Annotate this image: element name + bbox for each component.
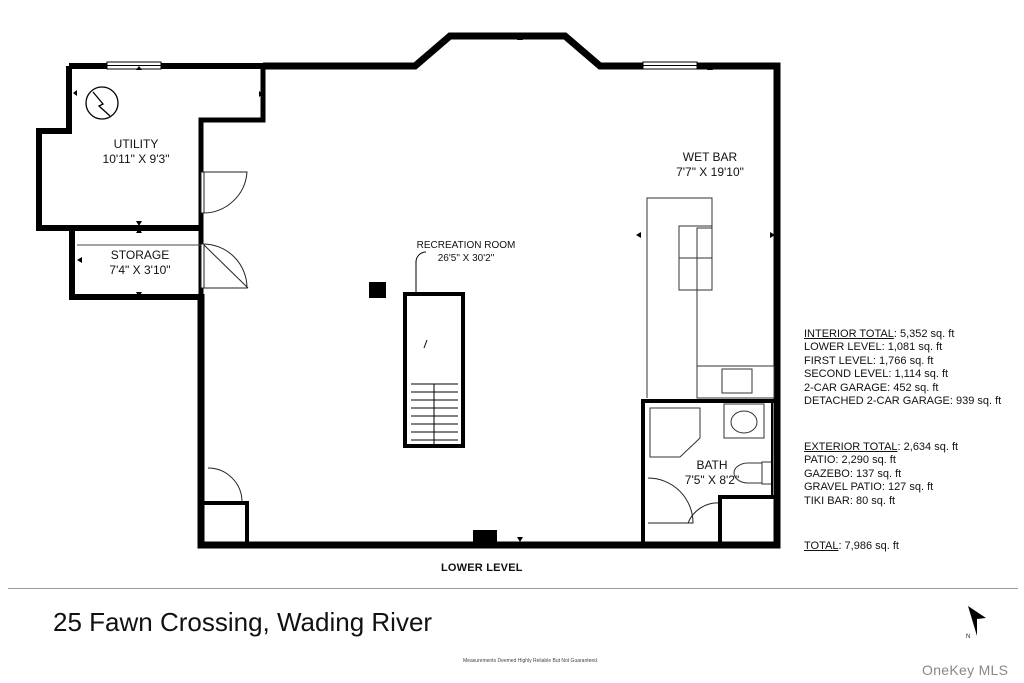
wet-bar-counters — [646, 197, 775, 399]
room-dims: 7'7" X 19'10" — [676, 165, 744, 179]
room-label-bath: BATH 7'5" X 8'2" — [672, 458, 752, 488]
water-heater-icon — [85, 86, 119, 120]
stat-row: FIRST LEVEL: 1,766 sq. ft — [804, 354, 934, 367]
column — [369, 282, 386, 298]
exterior-total: EXTERIOR TOTAL: 2,634 sq. ft — [804, 441, 959, 453]
room-dims: 7'5" X 8'2" — [684, 473, 740, 487]
staircase — [403, 251, 465, 448]
stat-row: SECOND LEVEL: 1,114 sq. ft — [804, 368, 949, 381]
dimension-marks — [73, 35, 775, 542]
exterior-walls — [36, 32, 781, 549]
disclaimer: Measurements Deemed Highly Reliable But … — [463, 658, 599, 664]
room-dims: 7'4" X 3'10" — [109, 263, 171, 277]
grand-total: TOTAL: 7,986 sq. ft — [804, 540, 899, 552]
closet — [201, 501, 249, 545]
windows — [106, 61, 698, 70]
interior-stats: INTERIOR TOTAL: 5,352 sq. ft LOWER LEVEL… — [804, 328, 1001, 408]
room-label-utility: UTILITY 10'11" X 9'3" — [96, 137, 176, 167]
room-label-recreation: RECREATION ROOM 26'5" X 30'2" — [408, 239, 524, 265]
fireplace-block — [473, 530, 497, 542]
property-address: 25 Fawn Crossing, Wading River — [53, 607, 433, 637]
bath-walls — [641, 399, 777, 545]
north-label: N — [966, 634, 971, 640]
north-arrow-icon — [968, 606, 986, 636]
room-name: UTILITY — [113, 137, 159, 151]
room-name: RECREATION ROOM — [416, 240, 516, 251]
floor-title: LOWER LEVEL — [441, 562, 523, 574]
divider-line — [8, 588, 1018, 589]
stat-row: GRAVEL PATIO: 127 sq. ft — [804, 481, 934, 494]
room-name: BATH — [696, 458, 728, 472]
stat-row: DETACHED 2-CAR GARAGE: 939 sq. ft — [804, 395, 1002, 408]
stat-row: 2-CAR GARAGE: 452 sq. ft — [804, 381, 939, 394]
room-label-wet-bar: WET BAR 7'7" X 19'10" — [665, 150, 755, 180]
room-name: STORAGE — [110, 248, 170, 262]
watermark: OneKey MLS — [922, 662, 1009, 678]
room-dims: 10'11" X 9'3" — [102, 152, 170, 166]
room-dims: 26'5" X 30'2" — [437, 253, 495, 264]
exterior-stats: EXTERIOR TOTAL: 2,634 sq. ft PATIO: 2,29… — [804, 441, 958, 508]
doors — [200, 171, 721, 524]
interior-total: INTERIOR TOTAL: 5,352 sq. ft — [804, 328, 955, 340]
stat-row: TIKI BAR: 80 sq. ft — [804, 494, 896, 507]
room-name: WET BAR — [682, 150, 738, 164]
stat-row: GAZEBO: 137 sq. ft — [804, 467, 902, 480]
stat-row: LOWER LEVEL: 1,081 sq. ft — [804, 341, 943, 354]
room-label-storage: STORAGE 7'4" X 3'10" — [100, 248, 180, 278]
stat-row: PATIO: 2,290 sq. ft — [804, 454, 896, 467]
